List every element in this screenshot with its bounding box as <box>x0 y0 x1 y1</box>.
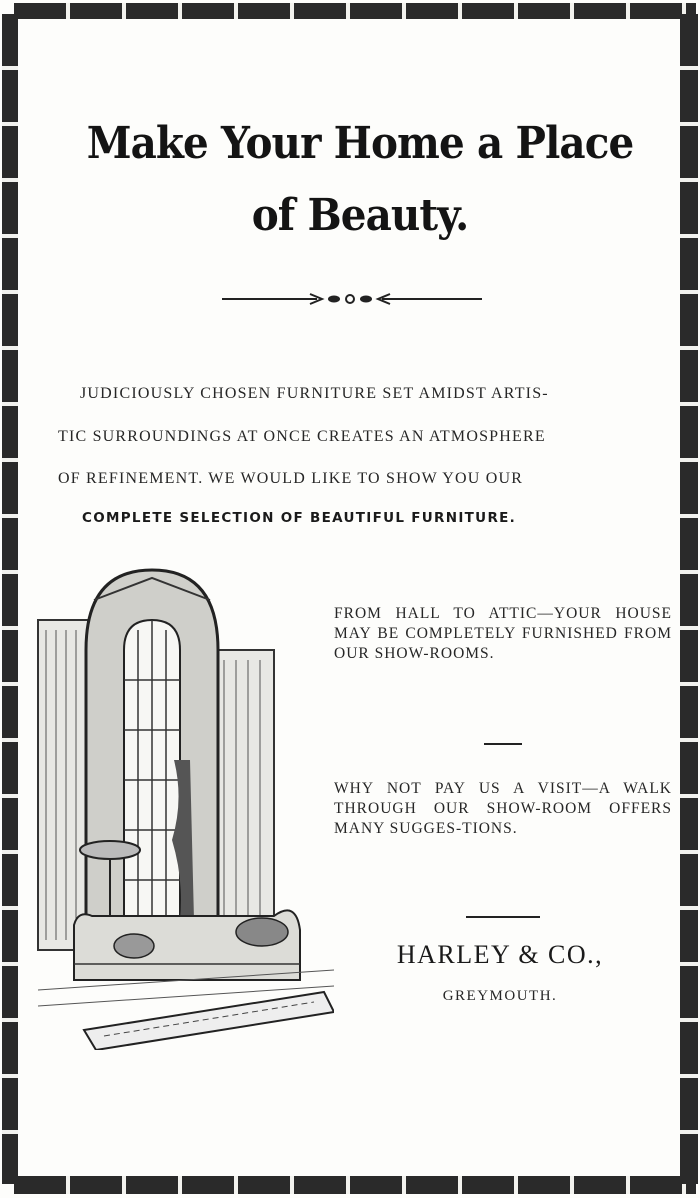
advertiser-town: GREYMOUTH. <box>442 988 558 1004</box>
ornament-divider-icon <box>222 293 482 305</box>
headline-line-1: Make Your Home a Place <box>86 118 635 169</box>
interior-illustration <box>37 568 334 1050</box>
divider-rule <box>484 743 522 745</box>
divider-rule <box>466 916 540 918</box>
decorative-border-top <box>14 3 696 19</box>
copy-paragraph-1: FROM HALL TO ATTIC—YOUR HOUSE MAY BE COM… <box>334 605 672 662</box>
copy-paragraph-2: WHY NOT PAY US A VISIT—A WALK THROUGH OU… <box>334 780 672 837</box>
decorative-border-right <box>680 14 698 1184</box>
advertiser-name: HARLEY & CO., <box>396 940 604 969</box>
intro-line-2: TIC SURROUNDINGS AT ONCE CREATES AN ATMO… <box>58 428 546 445</box>
intro-line-1: JUDICIOUSLY CHOSEN FURNITURE SET AMIDST … <box>80 385 549 402</box>
intro-line-3: OF REFINEMENT. WE WOULD LIKE TO SHOW YOU… <box>58 470 524 487</box>
decorative-border-left <box>2 14 18 1184</box>
decorative-border-bottom <box>14 1176 696 1194</box>
headline-line-2: of Beauty. <box>251 190 470 241</box>
intro-line-4: COMPLETE SELECTION OF BEAUTIFUL FURNITUR… <box>82 510 517 526</box>
